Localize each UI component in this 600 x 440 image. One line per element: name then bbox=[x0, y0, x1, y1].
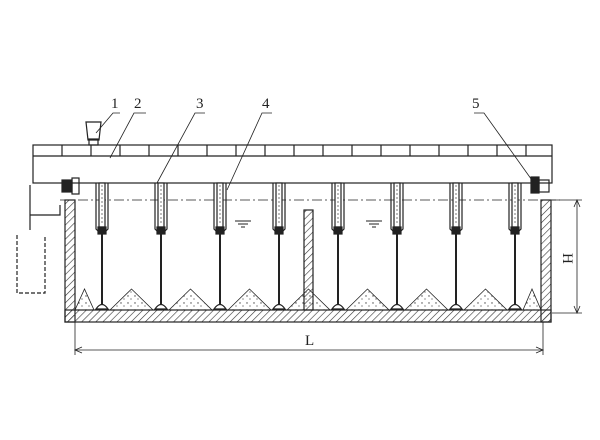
tank-floor bbox=[64, 309, 552, 323]
agitator bbox=[389, 182, 405, 310]
tank-right-wall bbox=[540, 199, 552, 323]
bridge-beam bbox=[32, 144, 553, 184]
sediment-pile bbox=[463, 288, 508, 311]
callout-3: 3 bbox=[196, 96, 204, 112]
dimension-h-label: H bbox=[559, 253, 575, 264]
sediment-pile bbox=[286, 288, 331, 311]
sediment-piles bbox=[74, 287, 542, 311]
agitator bbox=[212, 182, 228, 310]
callout-5: 5 bbox=[472, 96, 480, 112]
callout-leaders bbox=[95, 112, 535, 191]
callout-1: 1 bbox=[111, 96, 119, 112]
agitator bbox=[448, 182, 464, 310]
dimension-l-label: L bbox=[305, 333, 314, 349]
sediment-pile bbox=[345, 288, 390, 311]
outlet-trough bbox=[16, 177, 80, 294]
callout-2: 2 bbox=[134, 96, 142, 112]
drive-motor bbox=[85, 121, 102, 146]
sediment-pile bbox=[227, 288, 272, 311]
agitator bbox=[94, 182, 110, 310]
agitator bbox=[507, 182, 523, 310]
dimension-l bbox=[73, 322, 545, 355]
dimension-h bbox=[552, 198, 582, 315]
end-carriage-right bbox=[530, 176, 550, 194]
sediment-pile bbox=[109, 288, 154, 311]
sediment-pile bbox=[404, 288, 449, 311]
agitators bbox=[94, 182, 523, 310]
sediment-pile bbox=[168, 288, 213, 311]
sediment-pile bbox=[522, 287, 542, 311]
agitator bbox=[153, 182, 169, 310]
callout-4: 4 bbox=[262, 96, 270, 112]
agitator bbox=[330, 182, 346, 310]
sediment-pile bbox=[74, 288, 95, 311]
tank-left-wall bbox=[64, 199, 76, 323]
walkway-blocks bbox=[61, 145, 527, 156]
agitator bbox=[271, 182, 287, 310]
